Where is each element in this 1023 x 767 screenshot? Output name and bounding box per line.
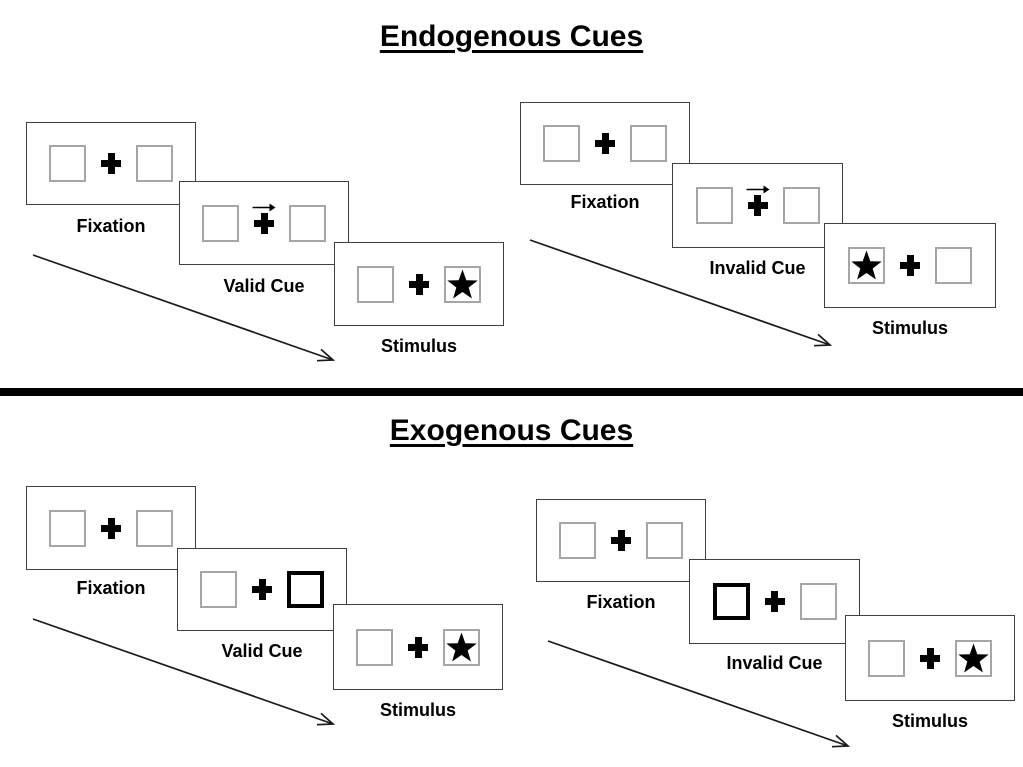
fixation-card: [536, 499, 706, 582]
right-target-box: [955, 639, 992, 677]
fixation-card: [520, 102, 690, 185]
step-label-stimulus: Stimulus: [379, 700, 456, 720]
fixation-cross-icon: [595, 133, 615, 154]
stimulus-card: [334, 242, 504, 326]
cue-highlight-box: [712, 583, 750, 620]
fixation-cross-icon: [101, 517, 121, 539]
right-target-box: [444, 265, 481, 303]
fixation-cross-icon: [101, 153, 121, 174]
fixation-cross-icon: [900, 255, 920, 276]
cue-direction-arrow-icon: [746, 185, 769, 194]
step-label-stimulus: Stimulus: [891, 711, 968, 731]
fixation-cross-icon: [746, 185, 769, 216]
right-placeholder-box: [630, 125, 667, 162]
fixation-cross-icon: [408, 636, 428, 658]
step-label-stimulus: Stimulus: [871, 318, 948, 338]
right-target-box: [443, 628, 480, 666]
step-label-invalid-cue: Invalid Cue: [726, 653, 823, 673]
left-placeholder-box: [543, 125, 580, 162]
cue-direction-arrow-icon: [252, 203, 276, 211]
invalid-cue-card: [689, 559, 860, 644]
left-target-box: [848, 247, 885, 284]
left-placeholder-box: [868, 639, 905, 677]
target-star-icon: [446, 632, 477, 661]
time-flow-arrow-icon: [529, 239, 833, 347]
fixation-cross-icon: [611, 530, 631, 551]
left-placeholder-box: [200, 571, 237, 608]
endogenous-section-title: Endogenous Cues: [379, 20, 644, 53]
stimulus-card: [333, 604, 503, 690]
cue-highlight-box: [287, 571, 324, 608]
valid-cue-card: [179, 181, 349, 265]
step-label-fixation: Fixation: [586, 592, 656, 612]
right-placeholder-box: [136, 509, 173, 547]
left-placeholder-box: [559, 522, 596, 559]
exogenous-section-title: Exogenous Cues: [389, 414, 634, 447]
stimulus-card: [845, 615, 1015, 701]
right-placeholder-box: [289, 204, 326, 242]
valid-cue-card: [177, 548, 347, 631]
target-star-icon: [447, 269, 478, 298]
right-placeholder-box: [782, 187, 820, 224]
target-star-icon: [958, 643, 989, 672]
fixation-cross-icon: [252, 579, 272, 600]
step-label-stimulus: Stimulus: [380, 336, 457, 356]
right-placeholder-box: [799, 583, 837, 620]
fixation-cross-icon: [409, 273, 429, 295]
step-label-invalid-cue: Invalid Cue: [709, 258, 806, 278]
left-placeholder-box: [356, 628, 393, 666]
time-flow-arrow-icon: [32, 618, 336, 726]
left-placeholder-box: [357, 265, 394, 303]
step-label-valid-cue: Valid Cue: [223, 276, 305, 296]
stimulus-card: [824, 223, 996, 308]
left-placeholder-box: [202, 204, 239, 242]
right-placeholder-box: [136, 145, 173, 182]
fixation-cross-icon: [252, 203, 276, 234]
step-label-fixation: Fixation: [76, 216, 146, 236]
left-placeholder-box: [49, 509, 86, 547]
invalid-cue-card: [672, 163, 843, 248]
left-placeholder-box: [49, 145, 86, 182]
fixation-cross-icon: [764, 591, 785, 612]
step-label-fixation: Fixation: [76, 578, 146, 598]
section-divider: [0, 388, 1023, 396]
step-label-valid-cue: Valid Cue: [221, 641, 303, 661]
right-placeholder-box: [646, 522, 683, 559]
fixation-card: [26, 486, 196, 570]
fixation-card: [26, 122, 196, 205]
time-flow-arrow-icon: [547, 640, 851, 748]
step-label-fixation: Fixation: [570, 192, 640, 212]
target-star-icon: [851, 250, 882, 280]
time-flow-arrow-icon: [32, 254, 336, 362]
left-placeholder-box: [695, 187, 733, 224]
fixation-cross-icon: [920, 647, 940, 669]
right-placeholder-box: [935, 247, 972, 284]
